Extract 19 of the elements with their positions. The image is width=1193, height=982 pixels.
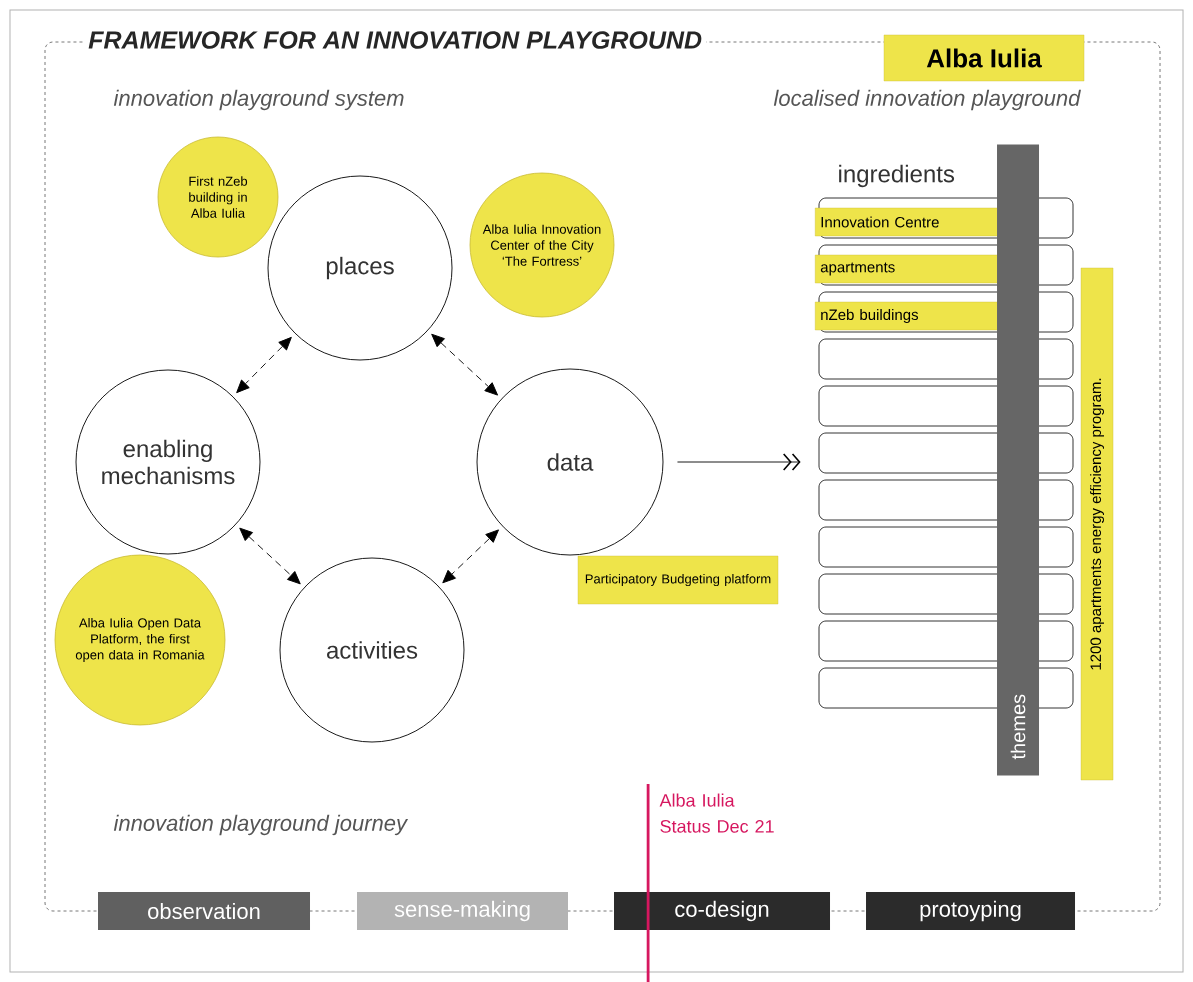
section-heading: innovation playground system bbox=[113, 89, 404, 111]
stage-box: sense-making bbox=[357, 892, 568, 930]
stage-box: observation bbox=[98, 892, 310, 930]
arrow bbox=[431, 333, 499, 396]
city-box: Alba Iulia bbox=[883, 34, 1085, 82]
stage-box: protoyping bbox=[866, 892, 1075, 930]
arrow bbox=[677, 453, 801, 471]
section-heading: localised innovation playground bbox=[773, 89, 1081, 111]
example-box: Participatory Budgeting platform bbox=[577, 555, 779, 605]
arrow bbox=[239, 527, 301, 585]
title: FRAMEWORK FOR AN INNOVATION PLAYGROUND bbox=[84, 27, 707, 53]
arrow bbox=[442, 529, 499, 584]
arrow bbox=[236, 336, 292, 394]
stage-box: co-design bbox=[614, 892, 830, 930]
status-note: Alba Iulia Status Dec 21 bbox=[659, 793, 774, 833]
themes-bar: themes bbox=[997, 144, 1039, 776]
program-bar: 1200 apartments energy efficiency program. bbox=[1080, 267, 1114, 781]
section-heading: innovation playground journey bbox=[113, 814, 409, 836]
column-heading: ingredients bbox=[839, 164, 955, 188]
